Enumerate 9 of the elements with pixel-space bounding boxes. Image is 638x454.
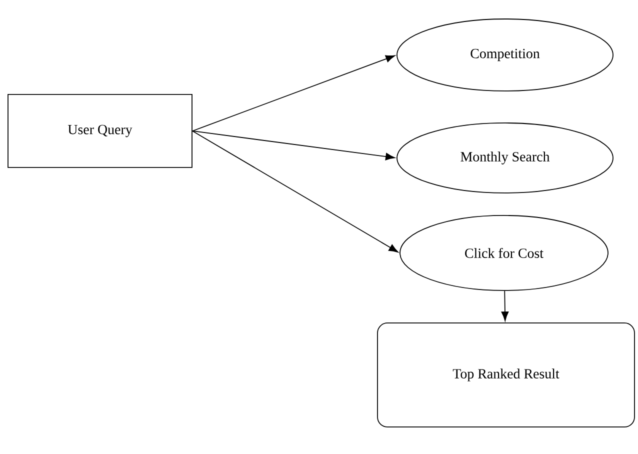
ellipse-node: Monthly Search [396,122,614,194]
arrow [192,130,398,252]
arrow [192,130,396,160]
result-box: Top Ranked Result [377,322,635,428]
arrow [192,55,396,132]
ellipse-node: Competition [396,18,614,92]
process-box: User Query [8,94,192,168]
arrow [501,290,509,322]
ellipse-node: Click for Cost [400,215,608,291]
